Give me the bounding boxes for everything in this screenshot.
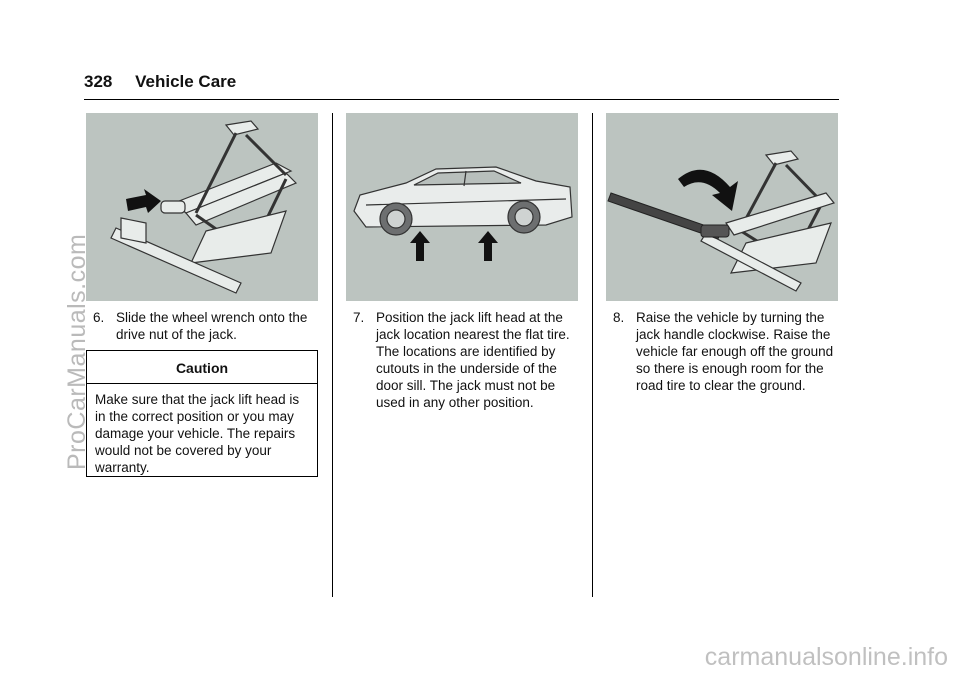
jack-crank-illustration: [606, 113, 838, 301]
step-text: Raise the vehicle by turning the jack ha…: [636, 310, 834, 393]
step-number: 6.: [93, 310, 105, 325]
section-title: Vehicle Care: [135, 72, 237, 91]
step-8: 8. Raise the vehicle by turning the jack…: [613, 309, 843, 394]
side-watermark-text: ProCarManuals.com: [63, 233, 91, 470]
step-text: Position the jack lift head at the jack …: [376, 310, 570, 410]
header-rule: [84, 99, 839, 100]
column-divider: [332, 113, 333, 597]
step-6: 6. Slide the wheel wrench onto the drive…: [93, 309, 318, 343]
step-number: 8.: [613, 310, 625, 325]
column-divider: [592, 113, 593, 597]
side-watermark: ProCarManuals.com: [63, 230, 113, 470]
step-number: 7.: [353, 310, 365, 325]
step-text: Slide the wheel wrench onto the drive nu…: [116, 310, 308, 342]
step-7: 7. Position the jack lift head at the ja…: [353, 309, 581, 411]
jack-wrench-illustration: [86, 113, 318, 301]
car-jack-points-illustration: [346, 113, 578, 301]
page-header: 328 Vehicle Care: [84, 72, 236, 92]
bottom-watermark: carmanualsonline.info: [704, 643, 948, 671]
caution-title: Caution: [87, 351, 317, 384]
caution-box: Caution Make sure that the jack lift hea…: [86, 350, 318, 477]
page-number: 328: [84, 72, 113, 91]
caution-text: Make sure that the jack lift head is in …: [95, 392, 300, 475]
